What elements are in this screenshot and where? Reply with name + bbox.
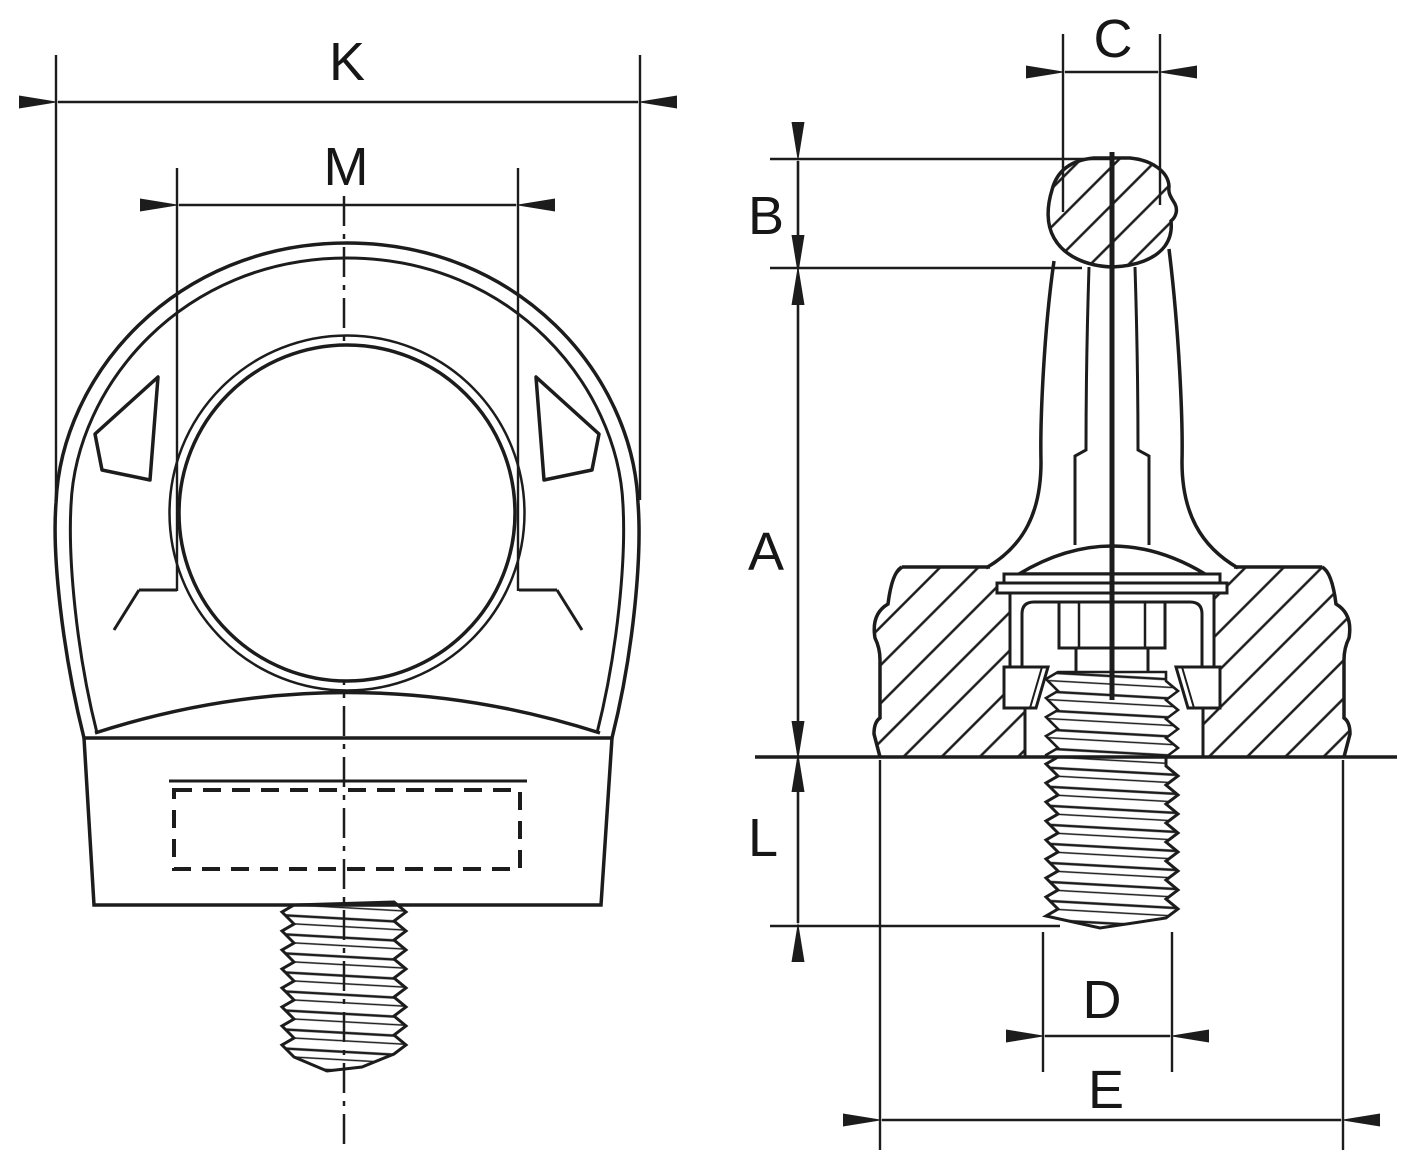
dim-B: B <box>748 122 1112 305</box>
pocket-step-right <box>519 588 584 631</box>
dim-label-E: E <box>1088 1060 1124 1120</box>
dim-label-L: L <box>748 808 778 868</box>
dim-label-D: D <box>1083 970 1122 1030</box>
dim-A: A <box>748 235 805 792</box>
dim-label-C: C <box>1094 9 1133 69</box>
body-right-edge <box>1321 565 1352 758</box>
bore-walls <box>1023 709 1205 757</box>
dim-C: C <box>1026 9 1197 212</box>
dim-D: D <box>1006 932 1209 1072</box>
body-left-edge <box>872 565 903 758</box>
pad-right <box>534 375 601 482</box>
pad-left <box>93 375 160 482</box>
front-threaded-stud <box>279 900 409 1073</box>
post-outer-left <box>985 260 1056 570</box>
dim-E: E <box>843 760 1380 1150</box>
dim-label-A: A <box>748 522 784 582</box>
clip-left-inner <box>1029 666 1043 709</box>
clip-right-inner <box>1181 666 1195 709</box>
ring-inner-contour <box>68 256 626 734</box>
clip-right <box>1173 665 1222 710</box>
clip-left <box>1002 665 1051 710</box>
label-plate-dashed <box>172 788 522 871</box>
bore-offset-circle <box>168 334 526 692</box>
body-hatch <box>874 567 1350 757</box>
ring-outer-contour <box>53 241 641 739</box>
post-inner-right <box>1133 266 1151 545</box>
dim-label-M: M <box>324 137 369 197</box>
saddle-arc <box>94 690 601 735</box>
dim-label-K: K <box>329 32 365 92</box>
bore-circle <box>177 343 517 683</box>
section-view: B A L C D E <box>748 9 1397 1150</box>
dim-M: M <box>140 137 555 591</box>
nut-shank <box>1074 648 1150 672</box>
section-threaded-stud <box>1041 755 1181 930</box>
dim-K: K <box>19 32 677 500</box>
dim-L: L <box>748 721 1060 962</box>
post-inner-left <box>1073 266 1091 545</box>
front-view: K M <box>19 32 677 1150</box>
base-block <box>82 736 614 907</box>
post-outer-right <box>1167 248 1239 570</box>
dim-label-B: B <box>748 186 784 246</box>
pocket-step-left <box>112 588 177 631</box>
